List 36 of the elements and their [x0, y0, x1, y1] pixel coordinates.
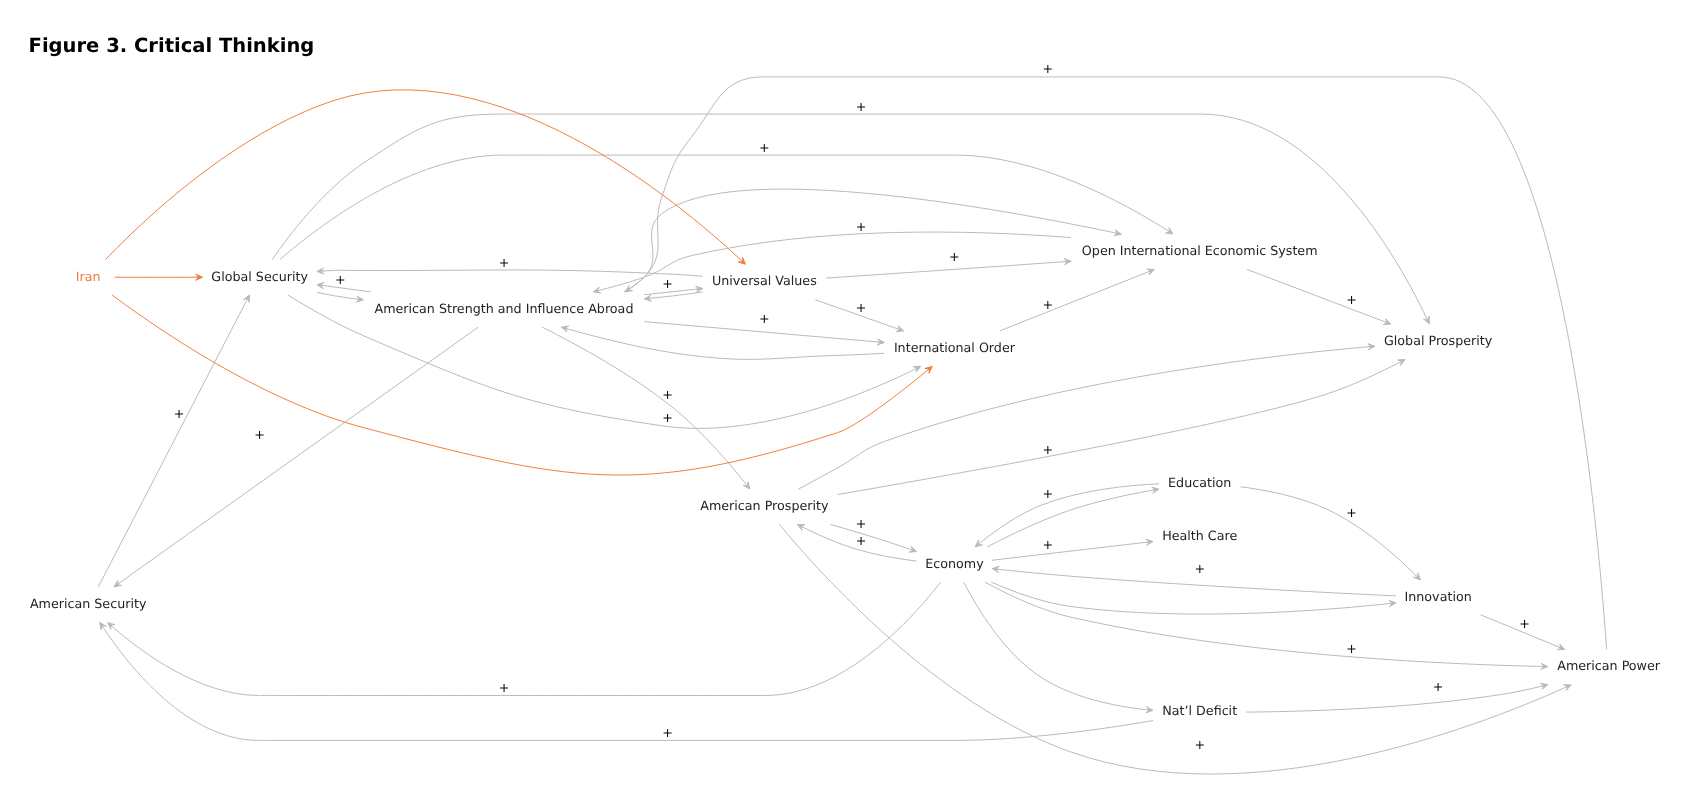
arrow [796, 524, 918, 562]
arrow [830, 524, 918, 553]
arrow [999, 268, 1155, 332]
arrow [1246, 269, 1392, 326]
arrow [541, 326, 751, 490]
arrow [837, 359, 1406, 496]
arrow [1479, 614, 1566, 651]
arrow [316, 291, 364, 303]
arrow [287, 294, 922, 429]
arrow [113, 326, 479, 588]
arrow [825, 258, 1072, 279]
arrow [643, 291, 704, 302]
arrow [279, 154, 1174, 260]
arrow [1239, 486, 1421, 581]
arrow [779, 524, 1572, 775]
arrow [991, 565, 1397, 597]
arrow [643, 285, 704, 296]
arrow [97, 294, 251, 588]
arrow [104, 89, 746, 265]
diagram-title: Figure 3. Critical Thinking [28, 36, 315, 59]
arrow [1245, 682, 1549, 713]
arrow [560, 325, 885, 360]
arrow [643, 321, 885, 346]
arrow [316, 282, 372, 293]
arrow [107, 581, 942, 696]
arrow [991, 538, 1154, 561]
arrow [316, 267, 703, 277]
arrow [990, 581, 1397, 615]
arrow [114, 273, 203, 281]
arrow [271, 113, 1430, 325]
arrow [99, 621, 1154, 741]
arrow [984, 581, 1549, 670]
arrow [111, 294, 933, 476]
arrow [963, 581, 1154, 714]
arrow [797, 343, 1376, 490]
arrow [814, 299, 905, 333]
